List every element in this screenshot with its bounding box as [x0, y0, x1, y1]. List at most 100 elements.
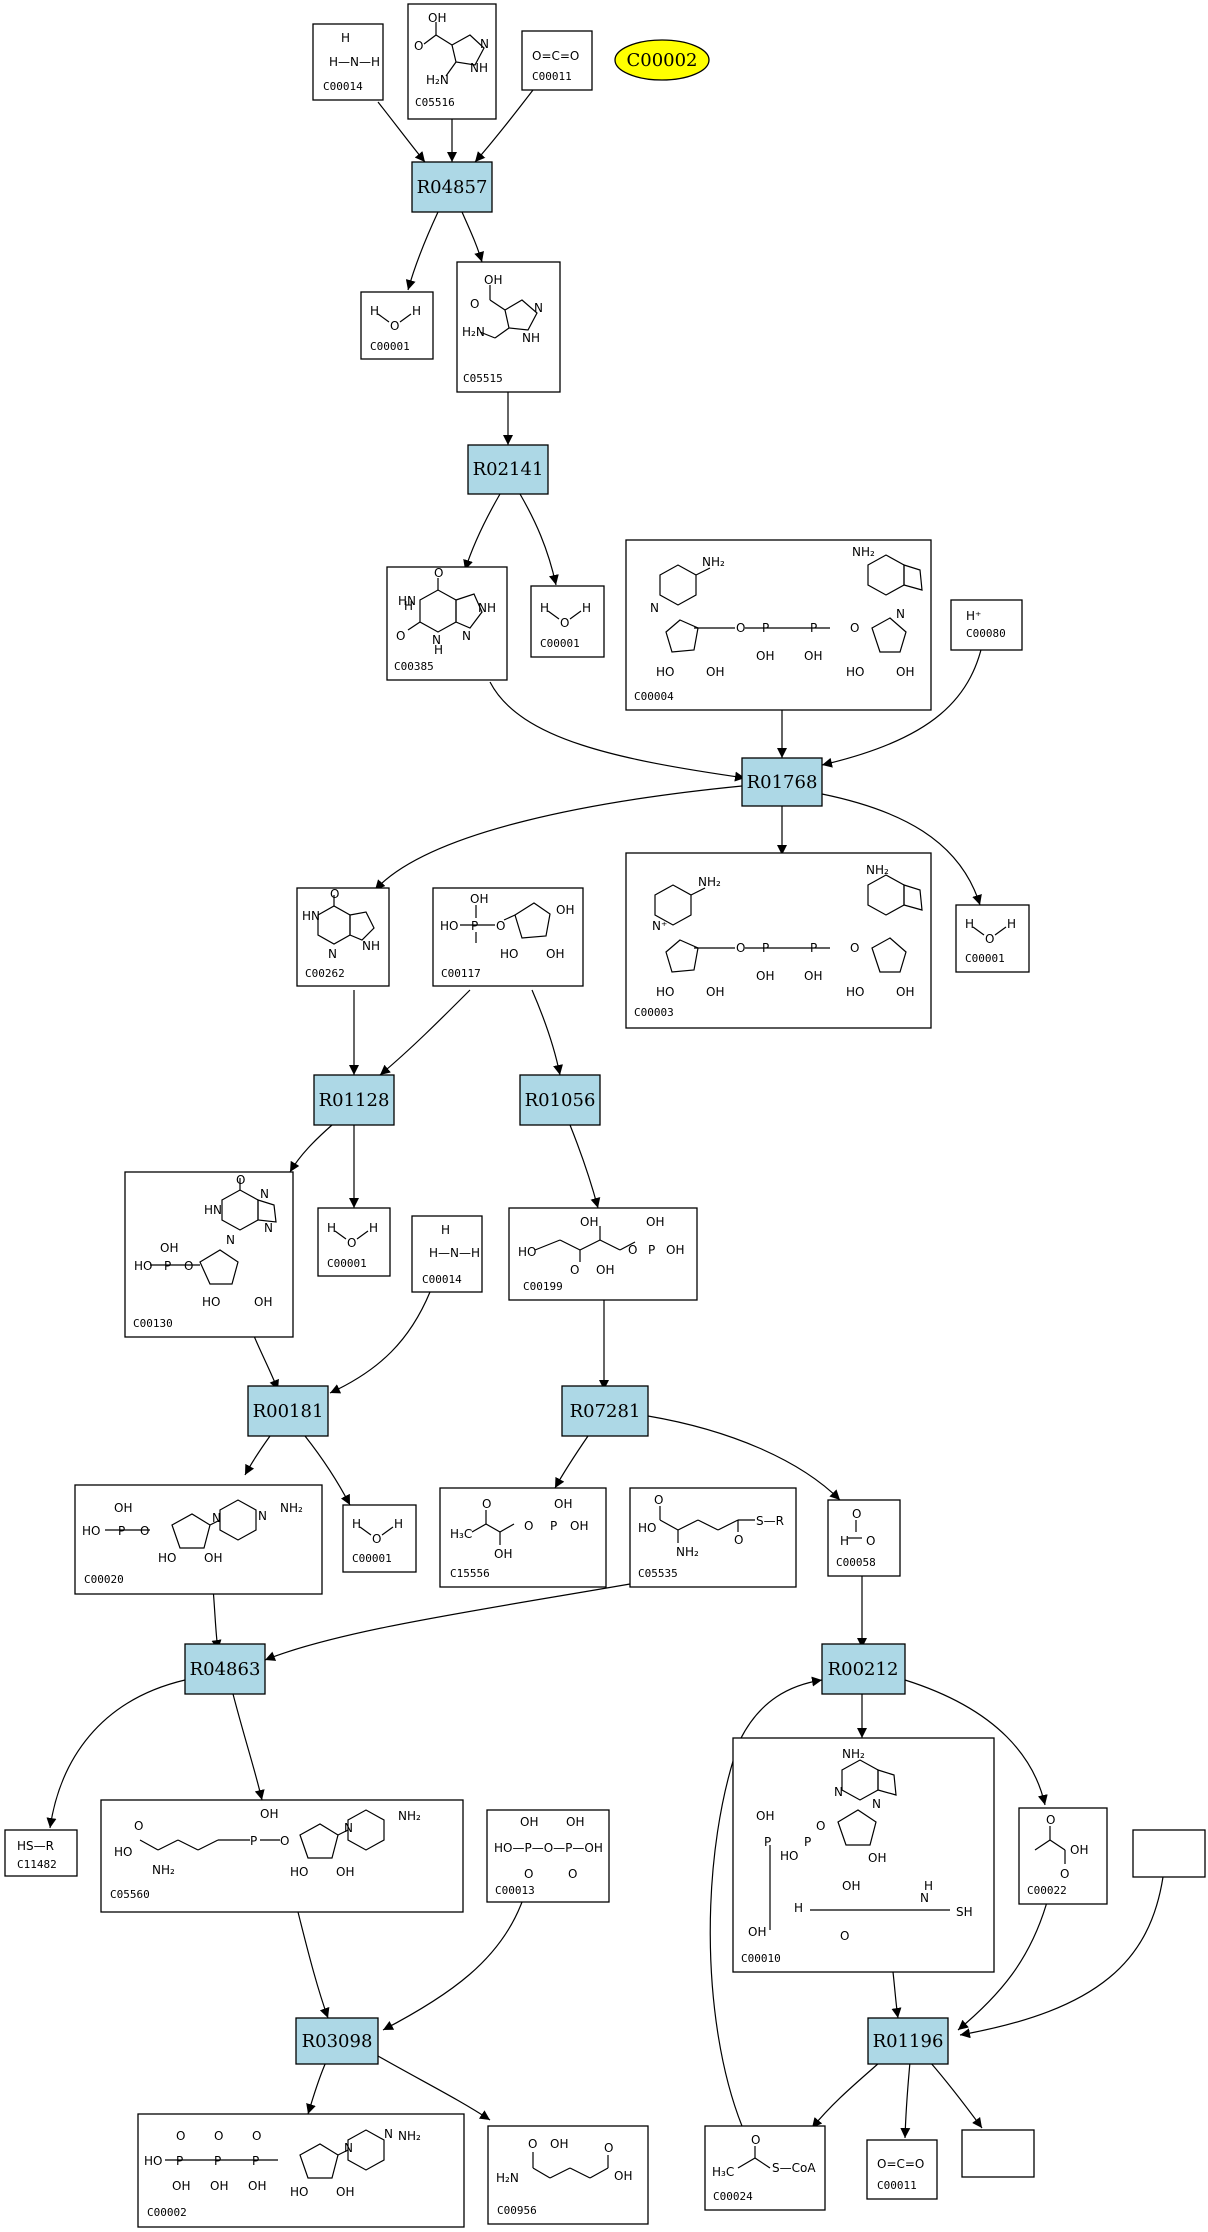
compound-node[interactable]: H H—N—H C00014 — [411, 1215, 483, 1293]
atom-label: NH₂ — [152, 1863, 175, 1877]
atom-label: OH — [756, 1809, 774, 1823]
atom-label: NH — [362, 939, 380, 953]
structure-drawing: OH O N H₂N NH — [414, 11, 489, 87]
edge — [304, 1435, 351, 1506]
atom-label: P — [764, 1835, 771, 1849]
atom-label: NH₂ — [280, 1501, 303, 1515]
compound-node[interactable]: H O H C00001 — [955, 904, 1030, 973]
compound-node[interactable]: H O H C00001 — [530, 585, 605, 658]
edge — [264, 1583, 631, 1661]
atom-label: O — [560, 616, 569, 630]
atom-label: H — [1007, 917, 1016, 931]
reaction-node[interactable]: R01196 — [867, 2017, 949, 2065]
compound-label: C00003 — [634, 1006, 674, 1019]
atom-label: H — [434, 643, 443, 657]
atom-label: OH — [204, 1551, 222, 1565]
atom-label: OH — [210, 2179, 228, 2193]
compound-node[interactable]: O HN N NH C00262 — [296, 887, 390, 987]
atom-label: O — [372, 1532, 381, 1546]
atom-label: NH₂ — [866, 863, 889, 877]
compound-node[interactable]: O HO S—R NH₂ O C05535 — [629, 1487, 797, 1588]
atom-label: HO — [440, 919, 458, 933]
reaction-node[interactable]: R02141 — [467, 444, 549, 495]
compound-node[interactable]: H O H C00001 — [342, 1504, 417, 1573]
atom-label: O — [482, 1497, 491, 1511]
atom-label: OH — [804, 969, 822, 983]
compound-node[interactable]: OH HO P O N N NH₂ HO OH C00020 — [74, 1484, 323, 1595]
compound-node[interactable]: H O H C00001 — [317, 1207, 391, 1277]
edge — [904, 1679, 1048, 1806]
reaction-label: R00212 — [828, 1659, 899, 1680]
atom-label: OH — [706, 985, 724, 999]
reaction-node[interactable]: R00181 — [247, 1385, 329, 1437]
compound-label: C00956 — [497, 2204, 537, 2217]
atom-label: OH — [546, 947, 564, 961]
compound-node[interactable]: O=C=O C00011 — [521, 30, 593, 91]
compound-node[interactable]: O OH O C00022 — [1018, 1807, 1108, 1905]
reaction-node[interactable]: R01056 — [519, 1074, 601, 1126]
compound-node[interactable]: O H O C00058 — [827, 1499, 901, 1577]
compound-node[interactable]: O O O P P P HO OH OH OH N N NH₂ HO OH C0… — [137, 2113, 465, 2228]
compound-node[interactable]: HO P O OH OH HO OH C00117 — [432, 887, 584, 987]
compound-label: C00002 — [147, 2206, 187, 2219]
compound-node[interactable]: O OH H₂N O OH C00956 — [487, 2125, 649, 2225]
edge — [382, 1901, 523, 2031]
reaction-node[interactable]: R03098 — [295, 2017, 379, 2065]
atom-label: OH — [336, 1865, 354, 1879]
compound-node[interactable]: O HN N N N OH HO P O HO OH C00130 — [124, 1171, 294, 1338]
edge — [569, 1124, 601, 1209]
reaction-node[interactable]: R07281 — [561, 1385, 649, 1437]
atom-label: HO — [656, 665, 674, 679]
atom-label: OH — [114, 1501, 132, 1515]
reaction-node[interactable]: R04857 — [411, 161, 493, 213]
compound-node[interactable]: O OH HO P O N NH₂ NH₂ HO OH C05560 — [100, 1799, 464, 1913]
compound-label: C00080 — [966, 627, 1006, 640]
compound-node[interactable]: O H₃C S—CoA C00024 — [704, 2125, 826, 2211]
atom-label: P — [118, 1524, 125, 1538]
compound-node[interactable]: OH HO O OH OH P O OH C00199 — [508, 1207, 698, 1301]
compound-label: C00262 — [305, 967, 345, 980]
reaction-node[interactable]: R01768 — [741, 757, 823, 807]
compound-node[interactable]: NH₂ N N OH O P HO P OH OH OH O N SH H H … — [732, 1737, 995, 1973]
compound-node[interactable]: H H—N—H C00014 — [312, 23, 384, 101]
atom-label: OH — [804, 649, 822, 663]
atom-label: OH — [842, 1879, 860, 1893]
atom-label: HO — [82, 1524, 100, 1538]
atom-label: N — [920, 1891, 929, 1905]
compound-node[interactable]: O=C=O C00011 — [866, 2139, 938, 2200]
highlighted-compound[interactable]: C00002 — [614, 39, 710, 81]
reaction-node[interactable]: R01128 — [313, 1074, 395, 1126]
atom-label: O — [866, 1534, 875, 1548]
compound-node-empty[interactable] — [961, 2129, 1035, 2178]
atom-label: N — [328, 947, 337, 961]
compound-node[interactable]: NH₂ NH₂ N⁺ O O P P OH OH HO OH HO OH C00… — [625, 852, 932, 1029]
structure-drawing: H O H — [327, 1221, 378, 1250]
atom-label: P — [810, 941, 817, 955]
atom-label: OH — [580, 1215, 598, 1229]
compound-label: C00001 — [327, 1257, 367, 1270]
atom-label: P — [550, 1519, 557, 1533]
compound-node-empty[interactable] — [1132, 1829, 1206, 1878]
reaction-node[interactable]: R04863 — [184, 1643, 266, 1695]
compound-node[interactable]: OH O N H₂N NH C05516 — [407, 3, 497, 120]
atom-label: OH — [1070, 1843, 1088, 1857]
compound-node[interactable]: HS—R C11482 — [4, 1829, 78, 1877]
compound-node[interactable]: H O H C00001 — [360, 291, 434, 360]
compound-node[interactable]: NH₂ NH₂ N N O O P P OH OH HO OH HO OH C0… — [625, 539, 932, 711]
compound-node[interactable]: H⁺ C00080 — [950, 599, 1023, 651]
compound-node[interactable]: O HN NH O N N H H C00385 — [386, 566, 508, 681]
atom-label: O — [524, 1519, 533, 1533]
compound-node[interactable]: O OH H₃C O P OH OH C15556 — [439, 1487, 607, 1588]
structure-drawing: H⁺ — [966, 609, 981, 623]
compound-label: C00011 — [877, 2179, 917, 2192]
atom-label: H — [840, 1534, 849, 1548]
compound-node[interactable]: OH O N H₂N NH C05515 — [456, 261, 561, 393]
atom-label: H—N—H — [429, 1246, 480, 1260]
atom-label: NH₂ — [398, 2129, 421, 2143]
atom-label: O — [390, 319, 399, 333]
atom-label: O — [434, 566, 443, 580]
reaction-node[interactable]: R00212 — [821, 1643, 906, 1695]
atom-label: O — [528, 2137, 537, 2151]
compound-node[interactable]: OH OH HO—P—O—P—OH O O C00013 — [486, 1809, 610, 1903]
reaction-label: R04857 — [417, 177, 488, 198]
